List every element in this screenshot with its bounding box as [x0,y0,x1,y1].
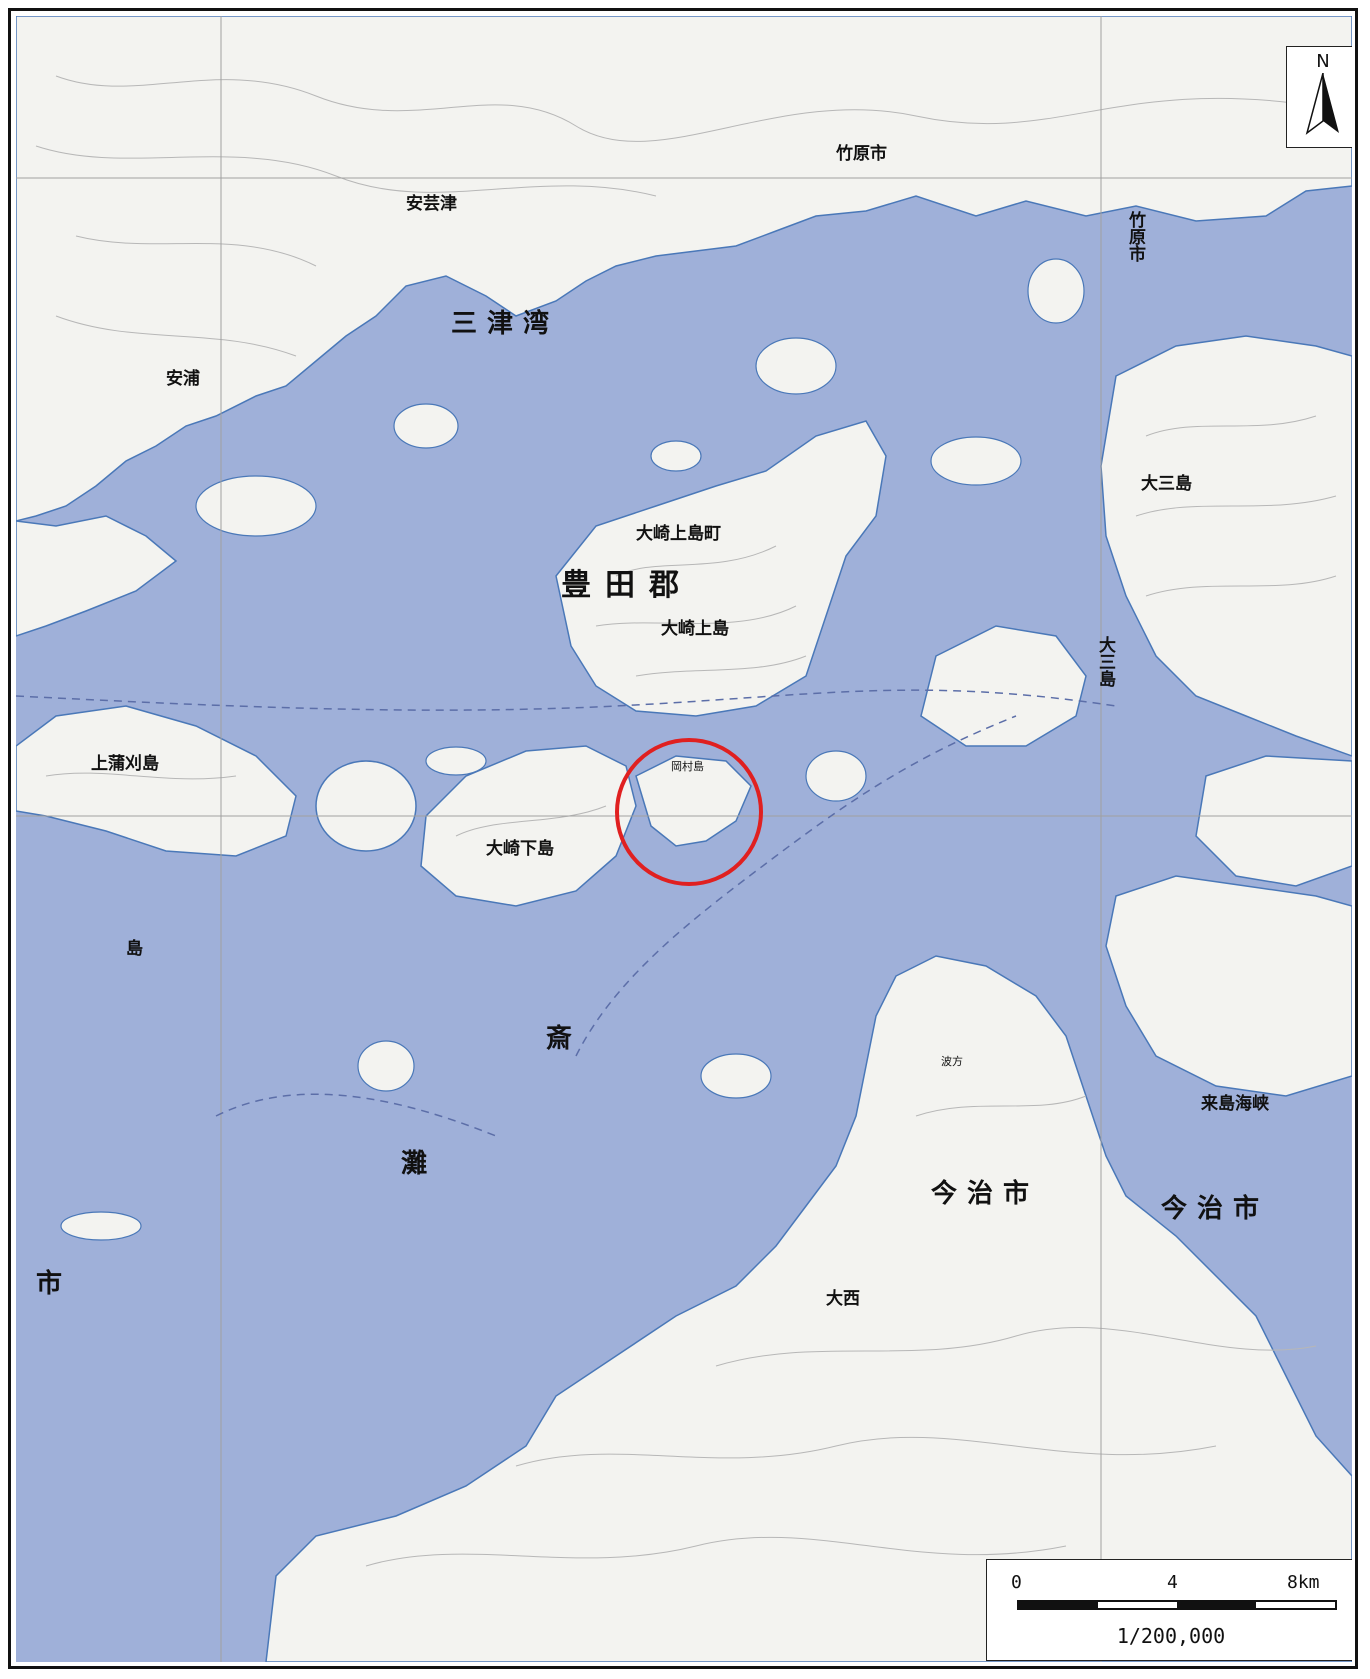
place-label-ichi-kanji: 市 [36,1269,73,1299]
land-south-isle-1 [357,1040,415,1092]
scale-ratio: 1/200,000 [1116,1624,1226,1648]
place-label-onishi: 大西 [826,1289,860,1309]
scale-tick-8km: 8km [1287,1572,1320,1593]
place-label-omi-island-v: 大三島 [1095,636,1115,687]
scale-bar-graphic [1017,1600,1337,1610]
place-label-okamura-island: 岡村島 [671,760,704,773]
place-label-saito-nada-2: 灘 [401,1149,438,1179]
land-isle-3 [1027,258,1085,324]
place-label-namikata: 波方 [941,1055,963,1068]
sea-routes [16,689,1117,1137]
land-toyoshima [315,760,417,852]
land-osakikamijima [555,420,887,717]
north-label: N [1316,51,1330,72]
contour-lines [35,75,1337,1567]
land-east-isle [920,625,1087,747]
place-label-takehara-city: 竹原市 [836,144,887,164]
land-isle-6 [195,475,317,537]
place-label-aki-tsu: 安芸津 [406,194,457,214]
grid-lines [16,16,1352,1662]
land-isle-4 [930,436,1022,486]
land-north-mainland [16,16,1352,522]
land-omishima-south [1105,875,1352,1097]
place-label-saito-nada-1: 斎 [546,1024,583,1054]
place-label-osakikamijima-town: 大崎上島町 [636,524,721,544]
place-label-ohmishima: 大三島 [1141,474,1192,494]
place-label-toyota-gun: 豊田郡 [561,568,693,603]
study-area-circle [615,738,763,886]
map-canvas[interactable]: 竹原市竹原市三津湾安芸津安浦大崎上島町豊田郡大崎上島上蒲刈島岡村島大崎下島大三島… [16,16,1352,1662]
land-west-mainland [16,515,178,637]
land-okamura [635,755,752,847]
place-label-osakishimojima: 大崎下島 [486,839,554,859]
place-label-osakikamijima: 大崎上島 [661,619,729,639]
land-omishima [1100,335,1352,757]
place-label-kurushima-strait: 来島海峡 [1201,1094,1269,1114]
land-osakishimojima [420,745,637,907]
scale-tick-0: 0 [1011,1572,1022,1593]
land-isle-west-small [425,746,487,776]
place-label-shima-kanji: 島 [126,939,143,959]
land-isle-5 [650,440,702,472]
place-label-mitsu-bay: 三津湾 [451,309,560,339]
land-isle-1 [393,403,459,449]
place-label-takehara-city-v: 竹原市 [1125,211,1145,262]
north-arrow: N [1286,46,1352,148]
land-hakata [1195,755,1352,887]
land-south-isle-2 [60,1211,142,1241]
scale-bar: 0 4 8km 1/200,000 [986,1559,1352,1661]
topographic-map [16,16,1352,1662]
land-shikoku [265,955,1352,1662]
place-label-imabari-city-1: 今治市 [931,1179,1040,1209]
scale-tick-4: 4 [1167,1572,1178,1593]
land-kodai-shima [805,750,867,802]
land-isle-2 [755,337,837,395]
north-arrow-icon [1305,73,1339,135]
place-label-kamikamagari: 上蒲刈島 [91,754,159,774]
land-south-isle-3 [700,1053,772,1099]
place-label-imabari-city-2: 今治市 [1161,1194,1270,1224]
place-label-yasuura: 安浦 [166,369,200,389]
